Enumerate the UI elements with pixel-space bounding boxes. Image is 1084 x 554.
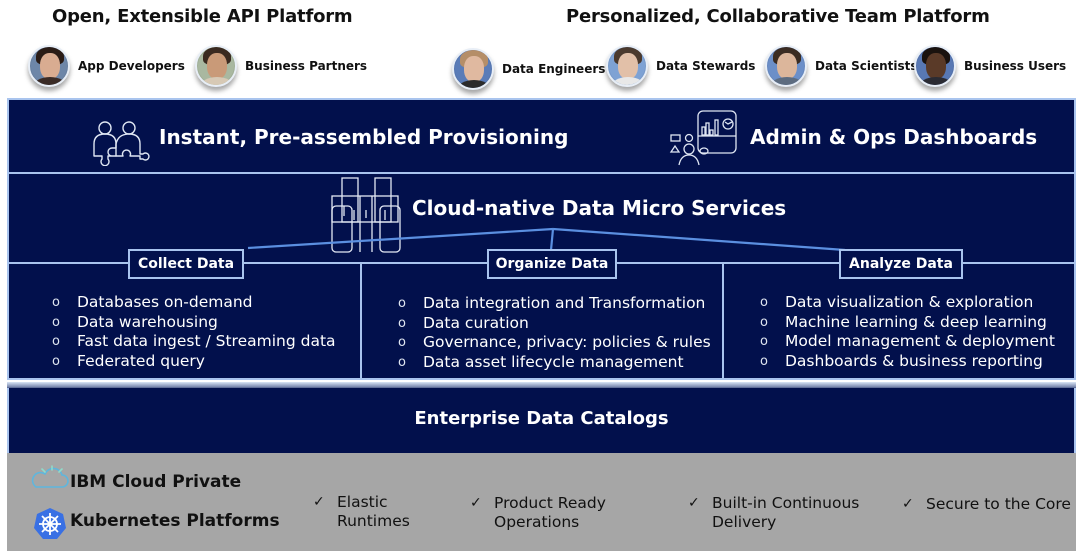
bullet-icon: o [760, 334, 768, 349]
dashboard-people-icon [669, 110, 737, 166]
check-icon: ✓ [313, 494, 325, 510]
avatar-business-partner-icon [195, 45, 237, 87]
bullet-icon: o [52, 353, 60, 369]
bullet-icon: o [398, 296, 406, 311]
infrastructure-strip: IBM Cloud Private Kubernetes Platforms ✓… [7, 453, 1076, 551]
persona-label: App Developers [78, 59, 185, 73]
api-platform-heading: Open, Extensible API Platform [52, 6, 353, 27]
kubernetes-icon [34, 508, 66, 539]
database-cluster-icon [331, 177, 401, 253]
microservices-band: Cloud-native Data Micro Services [7, 172, 1076, 264]
check-icon: ✓ [902, 496, 914, 512]
collect-data-tag: Collect Data [128, 249, 244, 279]
persona-data-scientists: Data Scientists [765, 45, 918, 87]
persona-data-engineers: Data Engineers [452, 48, 605, 90]
avatar-data-scientist-icon [765, 45, 807, 87]
feature-label: Elastic Runtimes [337, 493, 410, 530]
persona-label: Business Users [964, 59, 1067, 73]
connector-analyze [552, 227, 846, 252]
persona-label: Data Engineers [502, 62, 606, 76]
persona-label: Data Scientists [815, 59, 918, 73]
connector-organize [549, 228, 555, 251]
feature-label: Secure to the Core [926, 495, 1071, 513]
persona-business-partners: Business Partners [195, 45, 367, 87]
divider [7, 382, 1076, 390]
team-platform-heading: Personalized, Collaborative Team Platfor… [566, 6, 990, 27]
feature-secure-to-core: ✓ Secure to the Core [902, 495, 1071, 514]
analyze-data-panel [722, 262, 1076, 380]
puzzle-people-icon [93, 121, 150, 166]
microservices-title: Cloud-native Data Micro Services [412, 196, 787, 220]
catalog-title: Enterprise Data Catalogs [414, 408, 669, 429]
feature-label: Built-in Continuous Delivery [712, 494, 860, 531]
provisioning-title: Instant, Pre-assembled Provisioning [159, 125, 569, 149]
kubernetes-platforms-label: Kubernetes Platforms [70, 511, 280, 531]
persona-app-developers: App Developers [28, 45, 185, 87]
organize-data-tag: Organize Data [487, 249, 617, 279]
feature-continuous-delivery: ✓ Built-in Continuous Delivery [688, 494, 859, 532]
catalog-band: Enterprise Data Catalogs [7, 388, 1076, 454]
bullet-icon: o [52, 314, 60, 330]
feature-product-ready-operations: ✓ Product Ready Operations [470, 494, 606, 532]
provisioning-dashboards-band: Instant, Pre-assembled Provisioning Admi… [7, 98, 1076, 174]
connector-collect [247, 227, 554, 250]
persona-label: Business Partners [245, 59, 368, 73]
feature-label: Product Ready Operations [494, 494, 606, 531]
feature-elastic-runtimes: ✓ Elastic Runtimes [313, 493, 410, 531]
persona-data-stewards: Data Stewards [606, 45, 755, 87]
check-icon: ✓ [470, 495, 482, 511]
bullet-icon: o [52, 334, 60, 349]
bullet-icon: o [398, 354, 406, 370]
dashboards-title: Admin & Ops Dashboards [750, 125, 1038, 149]
bullet-icon: o [760, 314, 768, 330]
ibm-cloud-icon [31, 465, 69, 488]
bullet-icon: o [52, 295, 60, 310]
persona-business-users: Business Users [914, 45, 1066, 87]
bullet-icon: o [398, 335, 406, 350]
persona-label: Data Stewards [656, 59, 756, 73]
collect-data-panel [7, 262, 362, 380]
bullet-icon: o [760, 353, 768, 369]
ibm-cloud-private-label: IBM Cloud Private [70, 472, 242, 492]
avatar-app-developer-icon [28, 45, 70, 87]
analyze-data-tag: Analyze Data [839, 249, 963, 279]
bullet-icon: o [760, 295, 768, 310]
check-icon: ✓ [688, 495, 700, 511]
avatar-business-user-icon [914, 45, 956, 87]
avatar-data-steward-icon [606, 45, 648, 87]
bullet-icon: o [398, 315, 406, 331]
avatar-data-engineer-icon [452, 48, 494, 90]
organize-data-panel [360, 262, 724, 380]
